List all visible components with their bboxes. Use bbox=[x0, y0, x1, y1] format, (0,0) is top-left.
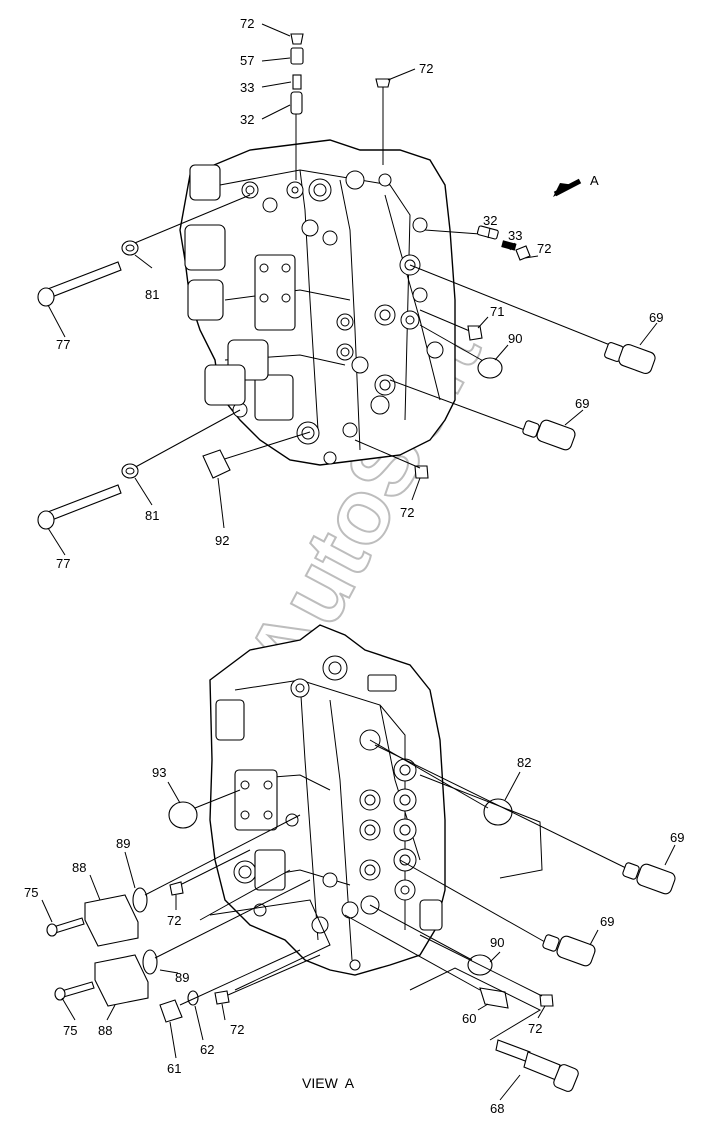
left-bolts-top bbox=[37, 194, 311, 530]
callout-81: 81 bbox=[145, 508, 159, 523]
callout-93: 93 bbox=[152, 765, 166, 780]
view-arrow-label: A bbox=[590, 173, 599, 188]
callout-75: 75 bbox=[24, 885, 38, 900]
callout-82: 82 bbox=[517, 755, 531, 770]
callout-72: 72 bbox=[528, 1021, 542, 1036]
callout-92: 92 bbox=[215, 533, 229, 548]
callout-81: 81 bbox=[145, 287, 159, 302]
callout-88: 88 bbox=[72, 860, 86, 875]
solenoid-69-right bbox=[622, 862, 676, 895]
callout-68: 68 bbox=[490, 1101, 504, 1116]
callout-75: 75 bbox=[63, 1023, 77, 1038]
callout-89: 89 bbox=[116, 836, 130, 851]
callout-77: 77 bbox=[56, 556, 70, 571]
callout-88: 88 bbox=[98, 1023, 112, 1038]
cover-plate-88-upper bbox=[84, 894, 139, 947]
control-valve-view-a bbox=[209, 624, 446, 976]
view-a-arrow bbox=[553, 178, 582, 197]
bottom-leaders bbox=[41, 771, 676, 1101]
callout-62: 62 bbox=[200, 1042, 214, 1057]
callout-33: 33 bbox=[508, 228, 522, 243]
callout-72: 72 bbox=[240, 16, 254, 31]
callout-33: 33 bbox=[240, 80, 254, 95]
callout-77: 77 bbox=[56, 337, 70, 352]
callout-32: 32 bbox=[240, 112, 254, 127]
callout-60: 60 bbox=[462, 1011, 476, 1026]
callout-61: 61 bbox=[167, 1061, 181, 1076]
solenoid-69-upper bbox=[604, 342, 656, 375]
callout-69: 69 bbox=[649, 310, 663, 325]
solenoid-69-lower bbox=[522, 419, 576, 451]
callout-89: 89 bbox=[175, 970, 189, 985]
callout-72: 72 bbox=[230, 1022, 244, 1037]
top-stack-parts bbox=[290, 33, 391, 180]
callout-69: 69 bbox=[600, 914, 614, 929]
top-right-leaders bbox=[47, 227, 658, 556]
callout-72: 72 bbox=[537, 241, 551, 256]
callout-32: 32 bbox=[483, 213, 497, 228]
view-caption: VIEW A bbox=[302, 1075, 355, 1091]
control-valve-top-view bbox=[179, 139, 456, 466]
callout-69: 69 bbox=[670, 830, 684, 845]
cover-plate-88-lower bbox=[94, 954, 149, 1007]
right-side-parts-top bbox=[354, 225, 656, 479]
callout-90: 90 bbox=[508, 331, 522, 346]
callout-90: 90 bbox=[490, 935, 504, 950]
plug-82 bbox=[483, 798, 513, 826]
top-leaders bbox=[261, 23, 416, 120]
plug-93 bbox=[168, 801, 198, 829]
relief-valve-68 bbox=[495, 1039, 579, 1092]
callout-57: 57 bbox=[240, 53, 254, 68]
callout-69: 69 bbox=[575, 396, 589, 411]
callout-72: 72 bbox=[167, 913, 181, 928]
solenoid-blocks-left bbox=[184, 164, 269, 406]
solenoid-69-mid bbox=[542, 934, 596, 967]
callout-labels: 72 57 33 32 72 32 33 72 81 77 71 90 69 6… bbox=[24, 16, 684, 1116]
view-a-fittings bbox=[215, 655, 443, 971]
callout-72: 72 bbox=[400, 505, 414, 520]
view-a-parts bbox=[46, 739, 676, 1092]
callout-72: 72 bbox=[419, 61, 433, 76]
callout-71: 71 bbox=[490, 304, 504, 319]
